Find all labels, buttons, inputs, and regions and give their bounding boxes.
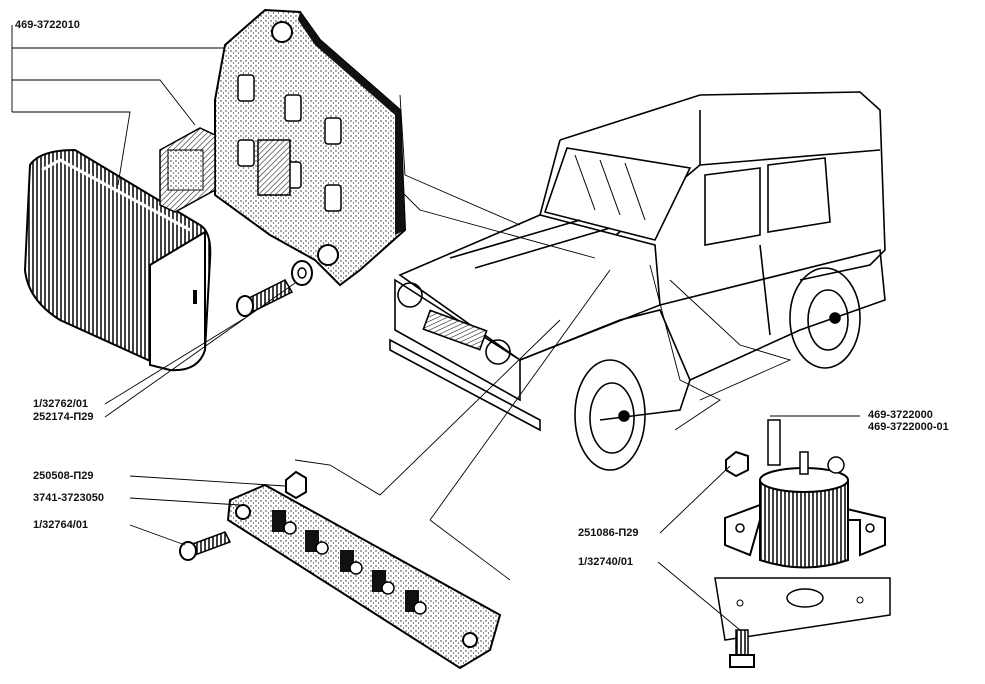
label-fuse-block-assembly: 469-3722010: [15, 19, 80, 31]
vehicle-illustration: [389, 91, 886, 471]
label-terminal-strip: 3741-3723050: [33, 492, 104, 504]
terminal-strip-screw: [179, 531, 232, 561]
label-relay-part-1: 469-3722000: [868, 409, 933, 421]
label-fuse-block-washer: 252174-П29: [33, 411, 94, 423]
label-fuse-block-screw: 1/32762/01: [33, 398, 89, 410]
label-terminal-strip-screw: 1/32764/01: [33, 519, 89, 531]
label-terminal-nut: 250508-П29: [33, 470, 94, 482]
leader-lines: [11, 25, 860, 631]
terminal-strip: [226, 483, 502, 670]
relay: [714, 419, 891, 641]
label-relay-bolt: 1/32740/01: [578, 556, 634, 568]
relay-nut: [725, 450, 749, 478]
terminal-nut: [285, 470, 307, 500]
fuse-connector-plate: [159, 127, 216, 213]
fuse-block-screw: [236, 279, 294, 317]
relay-bolt: [729, 629, 755, 668]
fuse-block-washer: [291, 260, 313, 286]
label-relay-part-2: 469-3722000-01: [868, 421, 949, 433]
fuse-block-body: [214, 8, 407, 287]
label-relay-nut: 251086-П29: [578, 527, 639, 539]
